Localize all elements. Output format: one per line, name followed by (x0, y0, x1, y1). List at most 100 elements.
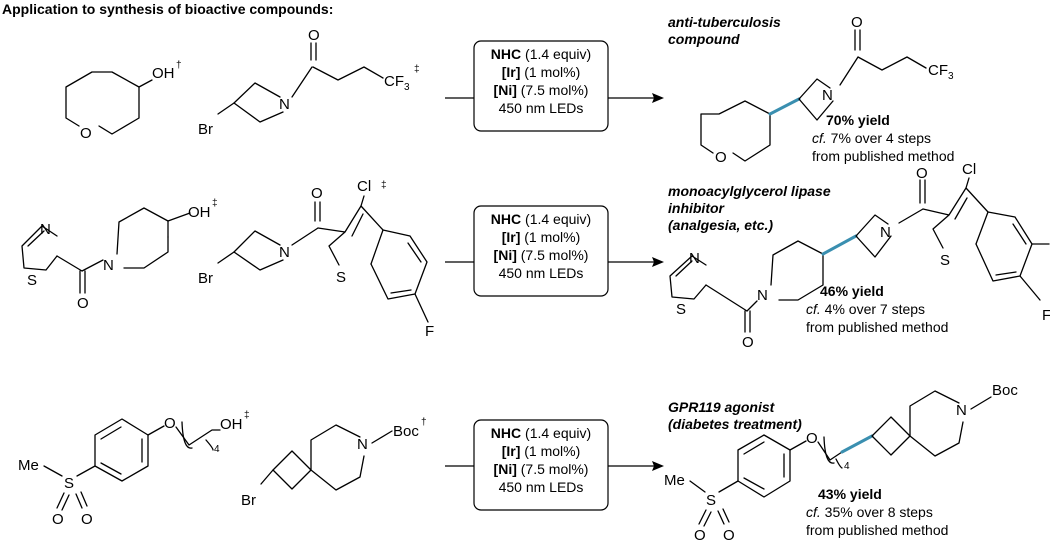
atom-cl: Cl (962, 161, 976, 178)
atom-oh: OH (220, 416, 243, 433)
svg-text:NHC (1.4 equiv): NHC (1.4 equiv) (491, 425, 591, 441)
product-3-name: GPR119 agonist (668, 399, 776, 415)
svg-text:[Ni] (7.5 mol%): [Ni] (7.5 mol%) (494, 247, 589, 263)
source-2: from published method (806, 319, 948, 335)
comparison-2: cf. 4% over 7 steps (806, 301, 925, 317)
product-2-structure: N S O N N O S Cl F (669, 161, 1050, 351)
product-1-name: compound (668, 31, 740, 47)
product-3-structure: Me S O O O 4 N Boc (664, 382, 1018, 541)
atom-boc: Boc (393, 423, 419, 440)
ddagger-mark: ‡ (381, 180, 387, 191)
atom-o: O (77, 295, 89, 312)
yield-1: 70% yield (826, 112, 890, 128)
conditions-box-2: NHC (1.4 equiv) [Ir] (1 mol%) [Ni] (7.5 … (473, 205, 609, 297)
atom-o: O (308, 27, 320, 44)
atom-n: N (757, 287, 768, 304)
atom-o: O (723, 527, 735, 541)
atom-o: O (694, 527, 706, 541)
svg-text:[Ir] (1 mol%): [Ir] (1 mol%) (502, 64, 581, 80)
source-1: from published method (812, 148, 954, 164)
atom-me: Me (664, 472, 685, 489)
atom-s: S (676, 301, 686, 318)
svg-text:[Ni] (7.5 mol%): [Ni] (7.5 mol%) (494, 82, 589, 98)
svg-text:NHC (1.4 equiv): NHC (1.4 equiv) (491, 46, 591, 62)
conditions-box-3: NHC (1.4 equiv) [Ir] (1 mol%) [Ni] (7.5 … (473, 419, 609, 511)
atom-o: O (164, 415, 176, 432)
atom-o: O (742, 334, 754, 351)
comparison-1: cf. 7% over 4 steps (812, 130, 931, 146)
bromoazetidine-trifluorobutanamide-structure: Br N O CF 3 ‡ (198, 27, 420, 138)
svg-text:[Ir] (1 mol%): [Ir] (1 mol%) (502, 229, 581, 245)
svg-text:450 nm LEDs: 450 nm LEDs (499, 265, 584, 281)
methylsulfonylphenoxybutanol-structure: Me S O O O 4 OH ‡ (18, 410, 250, 528)
product-3-name: (diabetes treatment) (668, 416, 802, 432)
atom-n: N (357, 436, 368, 453)
product-2-name: (analgesia, etc.) (668, 217, 773, 233)
tetrahydropyranol-structure: O OH † (65, 60, 182, 142)
arrow-head-2 (652, 257, 664, 267)
product-2-name: monoacylglycerol lipase (668, 183, 831, 199)
arrow-head-1 (652, 93, 664, 103)
atom-n: N (822, 87, 833, 104)
atom-boc: Boc (992, 382, 1018, 399)
product-1-name: anti-tuberculosis (668, 14, 781, 30)
atom-s: S (64, 475, 74, 492)
atom-o: O (806, 430, 818, 447)
atom-o: O (851, 14, 863, 31)
bromo-azaspirononane-boc-structure: Br N Boc † (241, 417, 427, 509)
yield-2: 46% yield (820, 283, 884, 299)
atom-s: S (706, 492, 716, 509)
section-header: Application to synthesis of bioactive co… (2, 1, 333, 17)
ddagger-mark: ‡ (414, 64, 420, 75)
conditions-box-1: NHC (1.4 equiv) [Ir] (1 mol%) [Ni] (7.5 … (473, 40, 609, 132)
source-3: from published method (806, 522, 948, 538)
atom-n: N (103, 257, 114, 274)
atom-n: N (279, 96, 290, 113)
svg-text:450 nm LEDs: 450 nm LEDs (499, 479, 584, 495)
bromoazetidine-benzothiophene-structure: Br N O S Cl ‡ F (198, 178, 434, 340)
atom-oh: OH (188, 204, 211, 221)
dagger-mark: † (421, 417, 427, 428)
subscript-4: 4 (214, 444, 220, 455)
svg-text:NHC (1.4 equiv): NHC (1.4 equiv) (491, 211, 591, 227)
atom-br: Br (198, 270, 213, 287)
product-1-structure: anti-tuberculosis compound O N O CF 3 (668, 14, 954, 166)
atom-n: N (956, 402, 967, 419)
ddagger-mark: ‡ (212, 198, 218, 209)
atom-s: S (27, 272, 37, 289)
atom-cl: Cl (357, 178, 371, 195)
atom-o: O (311, 185, 323, 202)
product-2-name: inhibitor (668, 200, 726, 216)
atom-o: O (80, 125, 92, 142)
subscript-4: 4 (844, 461, 850, 472)
atom-o: O (715, 149, 727, 166)
atom-cf3: CF (928, 62, 948, 79)
atom-n: N (689, 250, 700, 267)
atom-s: S (940, 252, 950, 269)
atom-br: Br (241, 492, 256, 509)
svg-text:[Ir] (1 mol%): [Ir] (1 mol%) (502, 443, 581, 459)
comparison-3: cf. 35% over 8 steps (806, 504, 933, 520)
dagger-mark: † (176, 60, 182, 71)
atom-br: Br (198, 121, 213, 138)
arrow-head-3 (652, 461, 664, 471)
atom-cf3: CF (384, 73, 404, 90)
atom-n: N (40, 221, 51, 238)
svg-text:450 nm LEDs: 450 nm LEDs (499, 100, 584, 116)
atom-f: F (1042, 307, 1050, 324)
atom-oh: OH (152, 65, 175, 82)
atom-o: O (52, 511, 64, 528)
atom-s: S (336, 269, 346, 286)
atom-n: N (279, 244, 290, 261)
atom-n: N (880, 224, 891, 241)
ddagger-mark: ‡ (244, 410, 250, 421)
atom-me: Me (18, 457, 39, 474)
atom-o: O (916, 165, 928, 182)
atom-o: O (81, 511, 93, 528)
thiazole-piperidinol-structure: N S O N OH ‡ (21, 198, 218, 312)
subscript-3: 3 (404, 82, 410, 93)
yield-3: 43% yield (818, 486, 882, 502)
atom-f: F (425, 323, 434, 340)
subscript-3: 3 (948, 71, 954, 82)
